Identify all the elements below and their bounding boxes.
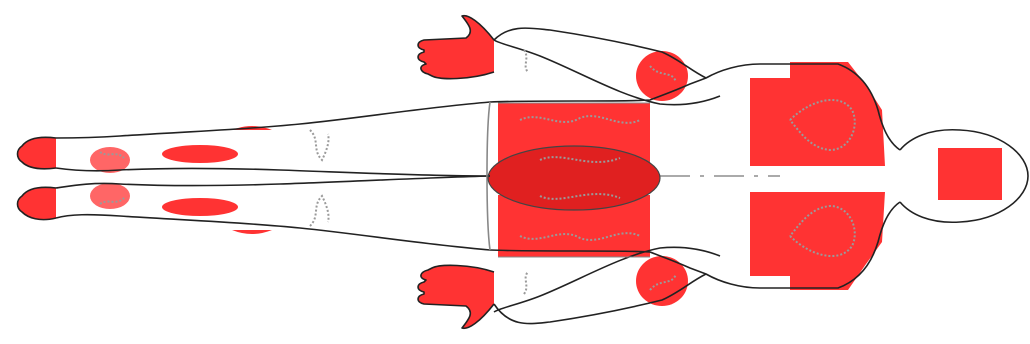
affected-regions — [18, 16, 1003, 329]
ankle-bottom-patch — [90, 183, 130, 209]
thigh-bottom-edge-patch — [232, 230, 272, 234]
chest-lower-patch — [750, 192, 885, 290]
thigh-top-patch — [162, 145, 238, 163]
foot-bottom-patch — [18, 187, 57, 219]
hand-bottom-patch — [418, 265, 494, 328]
chest-upper-patch — [750, 62, 885, 166]
upper-arm-top-patch — [636, 51, 688, 101]
hand-top-patch — [418, 16, 494, 79]
thigh-bottom-patch — [162, 198, 238, 216]
head-patch — [938, 148, 1002, 200]
scar-stitch-icon — [100, 50, 855, 294]
